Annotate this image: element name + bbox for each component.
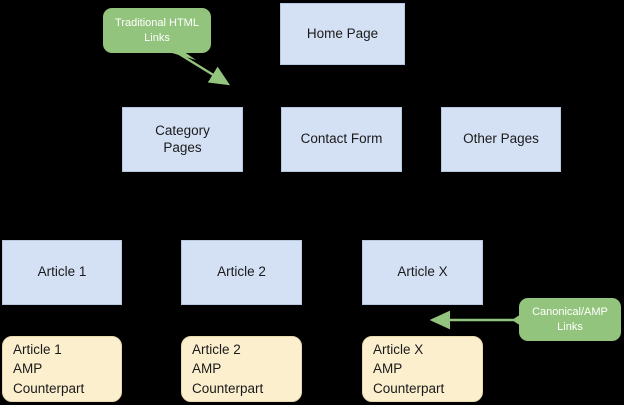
node-article-x-amp-counterpart[interactable]: Article X AMP Counterpart — [362, 336, 483, 402]
node-article-2-amp-counterpart[interactable]: Article 2 AMP Counterpart — [181, 336, 302, 402]
node-home-page[interactable]: Home Page — [280, 3, 405, 65]
node-other-pages[interactable]: Other Pages — [441, 107, 561, 172]
node-article-2[interactable]: Article 2 — [181, 240, 302, 305]
callout-traditional-html-links[interactable]: Traditional HTML Links — [103, 8, 211, 53]
node-category-pages[interactable]: Category Pages — [122, 107, 243, 172]
node-article-x[interactable]: Article X — [362, 240, 483, 305]
node-article-1-amp-counterpart[interactable]: Article 1 AMP Counterpart — [2, 336, 122, 402]
node-article-1[interactable]: Article 1 — [2, 240, 122, 305]
arrow-traditional-links-to-category-pages — [175, 50, 231, 86]
node-contact-form[interactable]: Contact Form — [281, 107, 402, 172]
callout-canonical-amp-links[interactable]: Canonical/AMP Links — [519, 298, 621, 341]
